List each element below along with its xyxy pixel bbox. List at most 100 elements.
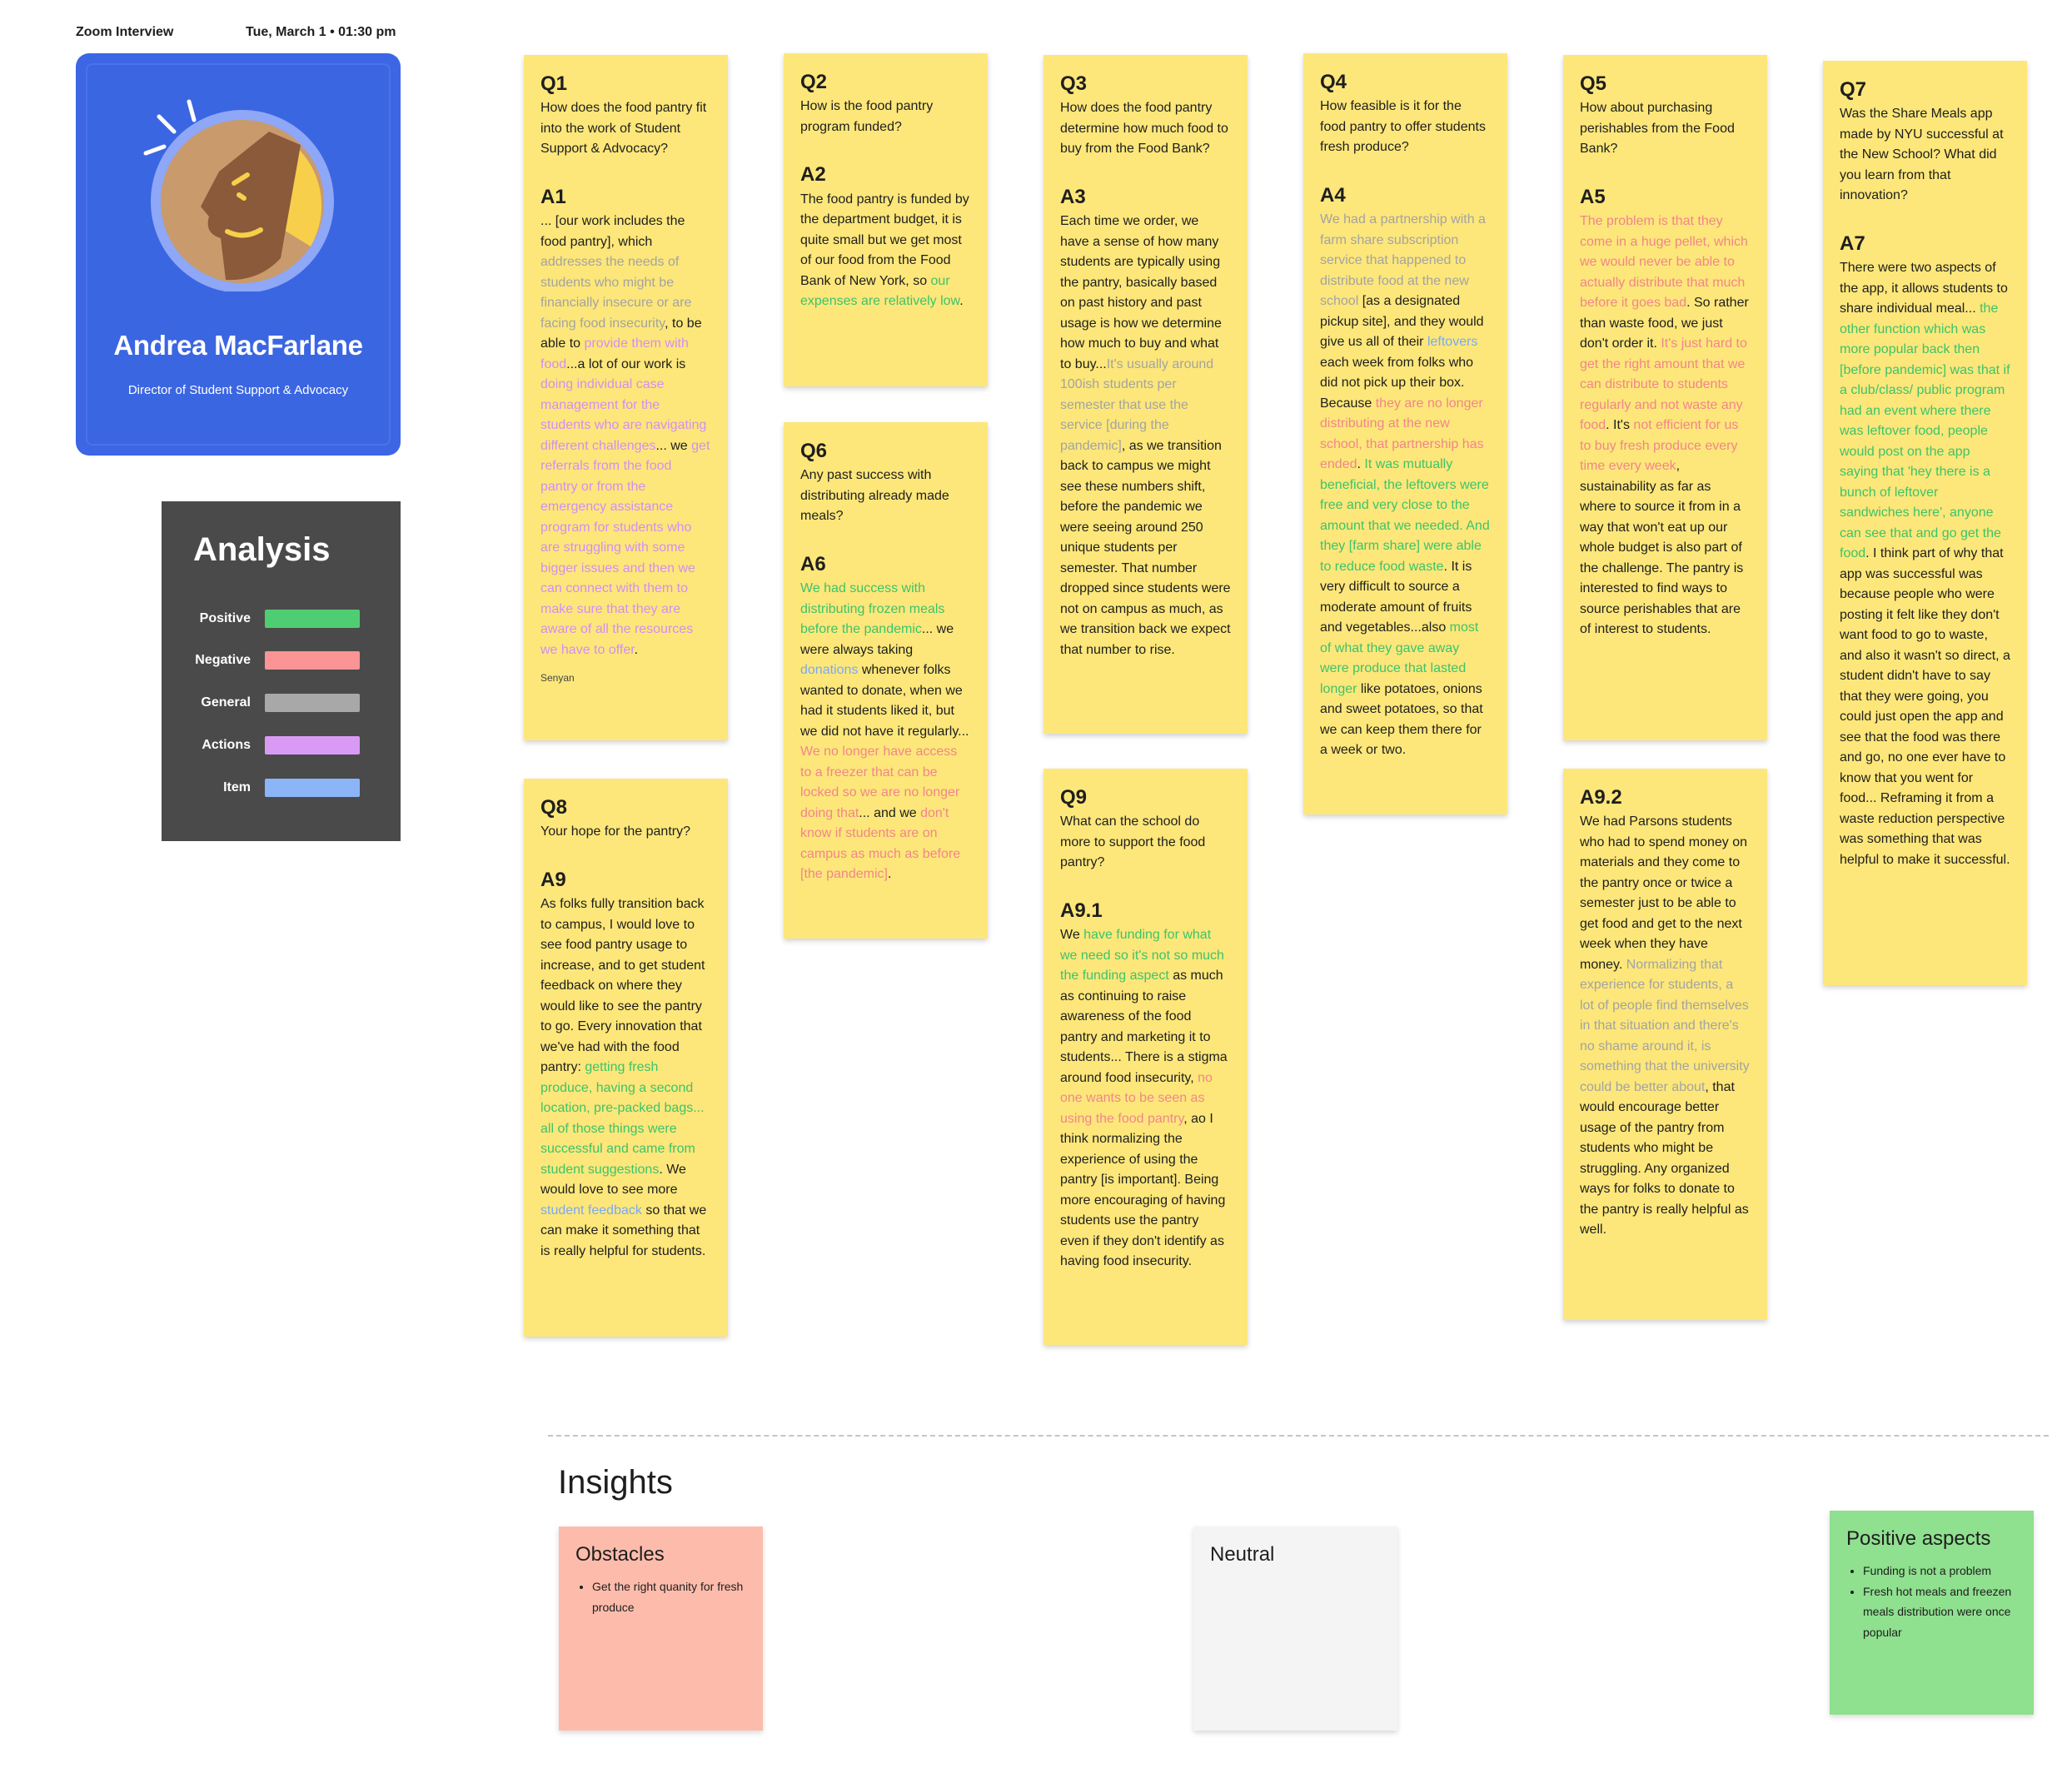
answer-label: A9.2 (1580, 786, 1622, 809)
answer-label: A5 (1580, 185, 1606, 208)
answer-segment: ... we were always taking (800, 622, 954, 657)
answer-segment: . It is very difficult to source a moder… (1320, 559, 1472, 635)
answer-segment: so that we can make it something that is… (540, 1203, 707, 1258)
answer-label: A7 (1840, 232, 1865, 255)
answer-segment: , that would encourage better usage of t… (1580, 1079, 1749, 1238)
question-text: How about purchasing perishables from th… (1580, 101, 1735, 157)
highlight-item: student feedback (540, 1203, 642, 1218)
question-text: How feasible is it for the food pantry t… (1320, 99, 1486, 155)
legend-label: General (201, 695, 251, 710)
answer-label: A3 (1060, 185, 1086, 208)
answer-segment: We had Parsons students who had to spend… (1580, 814, 1748, 972)
section-divider (548, 1435, 2049, 1437)
answer-label: A6 (800, 552, 826, 575)
answer-segment: . (1357, 457, 1365, 472)
legend-actions: Actions (162, 736, 401, 756)
answer-label: A4 (1320, 183, 1346, 207)
persona-card[interactable]: Andrea MacFarlane Director of Student Su… (76, 53, 401, 456)
answer-segment: . (959, 294, 964, 309)
highlight-pos: the other function which was more popula… (1840, 301, 2010, 561)
question-label: Q8 (540, 796, 568, 819)
question-text: How does the food pantry fit into the wo… (540, 101, 707, 157)
question-label: Q6 (800, 440, 828, 462)
answer-text: The problem is that they come in a huge … (1580, 212, 1751, 640)
highlight-neg: It's just hard to get the right amount t… (1580, 336, 1747, 433)
answer-segment: We (1060, 928, 1084, 943)
answer-segment: There were two aspects of the app, it al… (1840, 261, 2008, 316)
answer-text: Each time we order, we have a sense of h… (1060, 212, 1231, 660)
sticky-note-q1[interactable]: Q1 How does the food pantry fit into the… (524, 55, 728, 740)
sticky-note-q4[interactable]: Q4 How feasible is it for the food pantr… (1303, 53, 1507, 814)
sticky-note-q6[interactable]: Q6 Any past success with distributing al… (784, 422, 988, 939)
sticky-note-q9[interactable]: Q9 What can the school do more to suppor… (1043, 769, 1248, 1345)
insight-positive-aspects[interactable]: Positive aspects Funding is not a proble… (1830, 1511, 2034, 1715)
author-signature: Senyan (540, 672, 575, 685)
insight-list: Get the right quanity for fresh produce (575, 1576, 746, 1617)
answer-text: As folks fully transition back to campus… (540, 894, 711, 1262)
legend-negative: Negative (162, 651, 401, 671)
legend-label: Item (223, 780, 251, 794)
answer-segment: . So rather than waste food, we just don… (1580, 296, 1749, 351)
highlight-neg: don't know if students are on campus as … (800, 805, 961, 882)
sticky-note-q3[interactable]: Q3 How does the food pantry determine ho… (1043, 55, 1248, 734)
sticky-note-q8[interactable]: Q8 Your hope for the pantry? A9 As folks… (524, 779, 728, 1337)
answer-segment: ... [our work includes the food pantry],… (540, 214, 685, 249)
question-label: Q1 (540, 72, 568, 95)
highlight-neg: no one wants to be seen as using the foo… (1060, 1070, 1213, 1126)
highlight-neg: not efficient for us to buy fresh produc… (1580, 418, 1739, 474)
legend-general: General (162, 694, 401, 714)
highlight-pos: our expenses are relatively low (800, 273, 960, 309)
insight-obstacles[interactable]: Obstacles Get the right quanity for fres… (559, 1526, 763, 1731)
question-text: Was the Share Meals app made by NYU succ… (1840, 107, 2004, 203)
answer-segment: The food pantry is funded by the departm… (800, 192, 969, 288)
question-label: Q3 (1060, 72, 1088, 95)
insight-title: Obstacles (575, 1543, 665, 1566)
answer-segment: ... we (655, 438, 692, 453)
sticky-note-q5[interactable]: Q5 How about purchasing perishables from… (1563, 55, 1767, 740)
answer-segment: . It's (1606, 418, 1634, 433)
highlight-pos: most of what they gave away were produce… (1320, 620, 1479, 696)
question-label: Q5 (1580, 72, 1607, 95)
insight-title: Positive aspects (1846, 1527, 1991, 1550)
insight-list: Funding is not a problemFresh hot meals … (1846, 1561, 2017, 1642)
sticky-note-q7[interactable]: Q7 Was the Share Meals app made by NYU s… (1823, 61, 2027, 985)
highlight-neg: they are no longer distributing at the n… (1320, 396, 1484, 472)
question-text: Any past success with distributing alrea… (800, 468, 949, 524)
answer-segment: [as a designated pickup site], and they … (1320, 294, 1484, 350)
answer-text: ... [our work includes the food pantry],… (540, 212, 711, 660)
insight-bullet: Funding is not a problem (1863, 1561, 2017, 1581)
answer-segment: As folks fully transition back to campus… (540, 897, 705, 1075)
highlight-pos: We had success with distributing frozen … (800, 581, 945, 637)
answer-segment: as much as continuing to raise awareness… (1060, 969, 1228, 1085)
highlight-act: get referrals from the food pantry or fr… (540, 438, 710, 657)
sticky-note-a9-2[interactable]: A9.2 We had Parsons students who had to … (1563, 769, 1767, 1320)
answer-text: We have funding for what we need so it's… (1060, 925, 1231, 1272)
legend-label: Actions (202, 738, 251, 752)
question-label: Q2 (800, 71, 828, 93)
answer-label: A2 (800, 163, 826, 187)
highlight-neg: We no longer have access to a freezer th… (800, 745, 960, 820)
highlight-pos: getting fresh produce, having a second l… (540, 1060, 705, 1177)
analysis-legend[interactable]: Analysis Positive Negative General Actio… (162, 501, 401, 841)
question-text: What can the school do more to support t… (1060, 814, 1206, 870)
highlight-act: provide them with food (540, 336, 689, 371)
answer-segment: Each time we order, we have a sense of h… (1060, 214, 1222, 371)
highlight-item: leftovers (1427, 335, 1478, 350)
question-text: How does the food pantry determine how m… (1060, 101, 1228, 157)
persona-name: Andrea MacFarlane (113, 330, 363, 361)
answer-segment: , ao I think normalizing the experience … (1060, 1111, 1226, 1269)
answer-segment: ...a lot of our work is (566, 356, 686, 371)
answer-segment: . We would love to see more (540, 1162, 686, 1198)
highlight-act: doing individual case management for the… (540, 377, 707, 453)
legend-swatch-positive (265, 610, 360, 628)
question-label: Q9 (1060, 786, 1088, 809)
sticky-note-q2[interactable]: Q2 How is the food pantry program funded… (784, 53, 988, 386)
insight-neutral[interactable]: Neutral (1193, 1526, 1397, 1731)
question-text: Your hope for the pantry? (540, 824, 690, 839)
persona-avatar-icon (143, 99, 334, 291)
legend-swatch-actions (265, 736, 360, 755)
legend-swatch-general (265, 694, 360, 712)
answer-text: The food pantry is funded by the departm… (800, 190, 971, 312)
highlight-gen: Normalizing that experience for students… (1580, 957, 1750, 1094)
highlight-neg: The problem is that they come in a huge … (1580, 214, 1748, 311)
